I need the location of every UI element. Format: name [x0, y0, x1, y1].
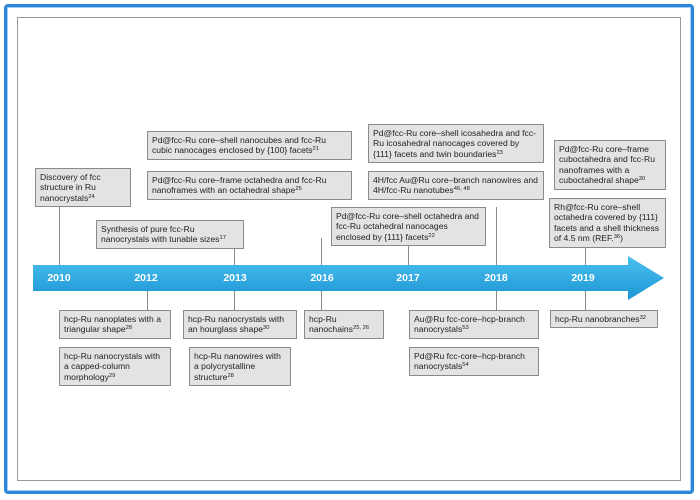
year-label: 2013: [223, 272, 247, 284]
event-text: Pd@fcc-Ru core–shell icosahedra and fcc-…: [373, 128, 537, 159]
event-ref: 28: [227, 372, 234, 379]
event-box: hcp-Ru nanocrystals with an hourglass sh…: [183, 310, 297, 339]
event-box: Au@Ru fcc-core–hcp-branch nanocrystals53: [409, 310, 539, 339]
event-box: hcp-Ru nanowires with a polycrystalline …: [189, 347, 291, 387]
event-box: Pd@fcc-Ru core–shell icosahedra and fcc-…: [368, 124, 544, 164]
connector-line: [321, 238, 322, 265]
event-ref: 29: [108, 372, 116, 379]
event-box: Rh@fcc-Ru core–shell octahedra covered b…: [549, 198, 666, 248]
event-ref: 46, 48: [453, 186, 470, 193]
event-ref: 25: [295, 186, 302, 193]
event-text: hcp-Ru nanowires with a polycrystalline …: [194, 351, 281, 382]
event-box: hcp-Ru nanobranches32: [550, 310, 658, 329]
event-box: Pd@fcc-Ru core–shell octahedra and fcc-R…: [331, 207, 486, 247]
event-box: hcp-Ru nanochains25, 26: [304, 310, 384, 339]
event-box: hcp-Ru nanocrystals with a capped-column…: [59, 347, 171, 387]
event-text: hcp-Ru nanobranches: [555, 314, 640, 324]
event-box: Pd@fcc-Ru core–shell nanocubes and fcc-R…: [147, 131, 352, 160]
event-text: Pd@fcc-Ru core–frame octahedra and fcc-R…: [152, 175, 327, 196]
connector-line: [496, 207, 497, 265]
year-label: 2019: [571, 272, 595, 284]
event-text: hcp-Ru nanocrystals with an hourglass sh…: [188, 314, 285, 335]
event-ref: 23: [496, 149, 503, 156]
connector-line: [147, 291, 148, 310]
figure-panel: [17, 17, 681, 481]
event-box: 4H/fcc Au@Ru core–branch nanowires and 4…: [368, 171, 544, 200]
event-box: Pd@Ru fcc-core–hcp-branch nanocrystals54: [409, 347, 539, 376]
event-text: Synthesis of pure fcc-Ru nanocrystals wi…: [101, 224, 220, 245]
event-box: Discovery of fcc structure in Ru nanocry…: [35, 168, 131, 208]
event-text: Pd@Ru fcc-core–hcp-branch nanocrystals: [414, 351, 525, 372]
event-ref: 30: [638, 176, 646, 183]
event-ref: 36: [613, 234, 621, 241]
event-text: 4H/fcc Au@Ru core–branch nanowires and 4…: [373, 175, 538, 196]
event-text: Pd@fcc-Ru core–frame cuboctahedra and fc…: [559, 144, 656, 186]
year-label: 2018: [484, 272, 508, 284]
event-text: Au@Ru fcc-core–hcp-branch nanocrystals: [414, 314, 525, 335]
event-box: hcp-Ru nanoplates with a triangular shap…: [59, 310, 171, 339]
event-box: Pd@fcc-Ru core–frame octahedra and fcc-R…: [147, 171, 352, 200]
outer-frame: [4, 4, 694, 494]
event-text: Discovery of fcc structure in Ru nanocry…: [40, 172, 101, 203]
connector-line: [408, 238, 409, 265]
event-text-tail: ): [620, 233, 624, 244]
event-text: hcp-Ru nanocrystals with a capped-column…: [64, 351, 161, 382]
event-ref: 28: [125, 325, 133, 332]
event-text: Rh@fcc-Ru core–shell octahedra covered b…: [554, 202, 660, 244]
event-box: Pd@fcc-Ru core–frame cuboctahedra and fc…: [554, 140, 666, 190]
event-ref: 21: [312, 146, 319, 153]
connector-line: [496, 291, 497, 310]
event-text: hcp-Ru nanochains: [309, 314, 353, 335]
connector-line: [59, 203, 60, 265]
connector-line: [321, 291, 322, 310]
connector-line: [234, 245, 235, 265]
event-ref: 24: [88, 193, 95, 200]
event-ref: 53: [462, 325, 469, 332]
event-text: Pd@fcc-Ru core–shell nanocubes and fcc-R…: [152, 135, 327, 156]
year-label: 2016: [310, 272, 334, 284]
connector-line: [234, 291, 235, 310]
event-ref: 32: [639, 315, 647, 321]
year-label: 2012: [134, 272, 158, 284]
connector-line: [585, 291, 586, 310]
event-ref: 22: [428, 232, 435, 239]
event-ref: 17: [219, 235, 226, 242]
event-text: hcp-Ru nanoplates with a triangular shap…: [64, 314, 161, 335]
year-label: 2017: [396, 272, 420, 284]
event-ref: 25, 26: [352, 325, 370, 332]
event-box: Synthesis of pure fcc-Ru nanocrystals wi…: [96, 220, 244, 249]
event-ref: 30: [263, 325, 270, 332]
connector-line: [585, 246, 586, 265]
event-text: Pd@fcc-Ru core–shell octahedra and fcc-R…: [336, 211, 479, 242]
event-ref: 54: [462, 362, 469, 369]
year-label: 2010: [47, 272, 71, 284]
